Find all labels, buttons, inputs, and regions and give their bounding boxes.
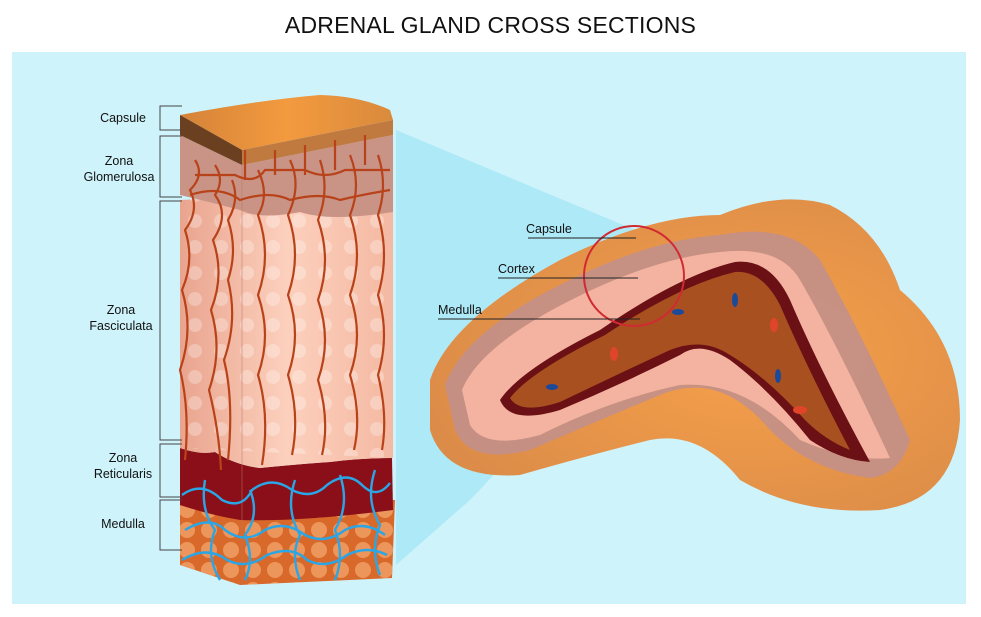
label-line: Zona [104,154,134,168]
label-line: Fasciculata [89,319,153,333]
medulla-veins [546,293,781,390]
medulla-arteries [610,318,807,414]
blue-vessels [181,469,391,581]
label-zona-glomerulosa: Zona Glomerulosa [76,153,162,185]
gland-label-cortex: Cortex [498,262,535,276]
tissue-block [178,95,395,585]
gland-label-medulla: Medulla [438,303,482,317]
label-zona-reticularis: Zona Reticularis [86,450,160,482]
highlight-circle [583,225,685,327]
zone-brackets [159,105,182,551]
label-capsule: Capsule [100,111,146,125]
label-line: Glomerulosa [83,170,155,184]
red-vessels [178,135,391,471]
label-medulla: Medulla [101,517,145,531]
diagram-title: ADRENAL GLAND CROSS SECTIONS [284,12,697,38]
gland-leader-lines [438,237,640,320]
gland-label-capsule: Capsule [526,222,572,236]
label-zona-fasciculata: Zona Fasciculata [86,302,156,334]
adrenal-gland-cross-section [430,199,960,511]
label-line: Zona [106,303,136,317]
label-line: Reticularis [93,467,153,481]
label-line: Zona [108,451,138,465]
